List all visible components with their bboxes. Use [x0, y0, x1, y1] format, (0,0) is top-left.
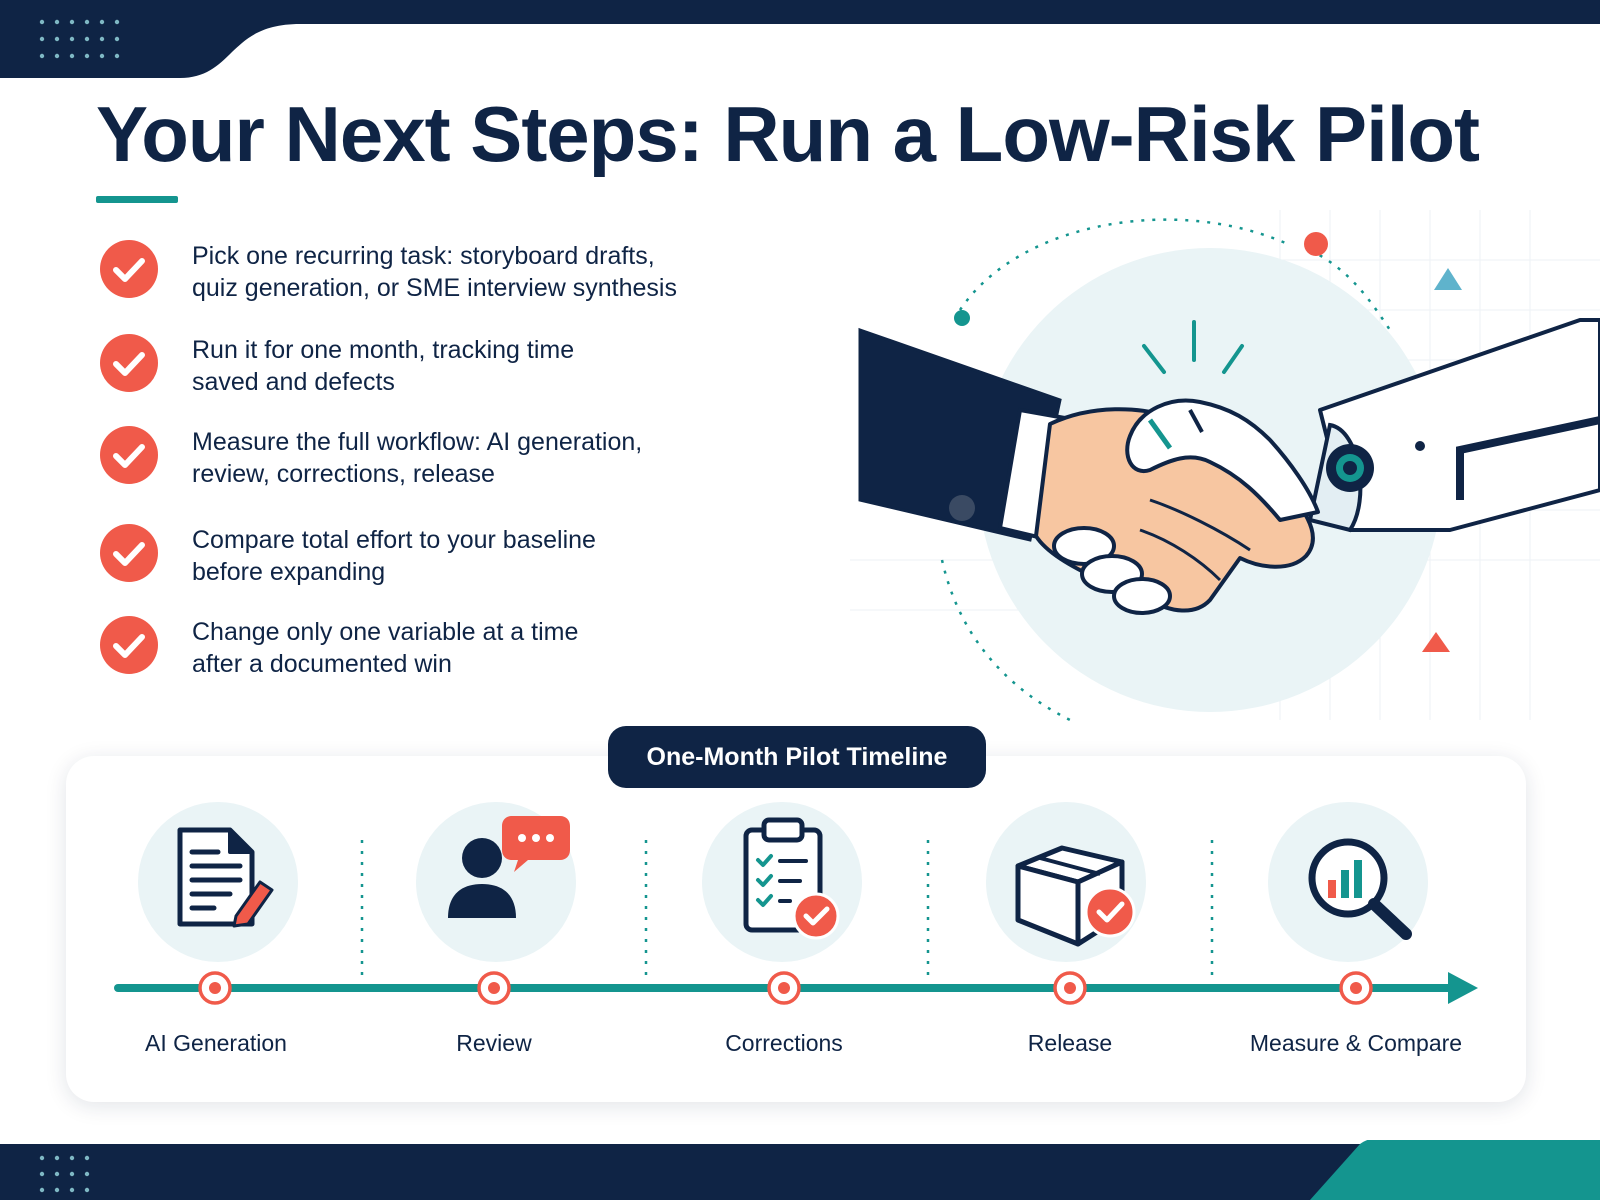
title-underline: [96, 196, 178, 203]
check-icon: [100, 616, 158, 674]
bottom-banner: [0, 1140, 1600, 1200]
check-icon: [100, 240, 158, 298]
stage-label-review: Review: [456, 1030, 532, 1056]
timeline-title: One-Month Pilot Timeline: [608, 726, 986, 788]
step-item: Pick one recurring task: storyboard draf…: [100, 238, 820, 308]
step-text-line: Run it for one month, tracking time: [192, 336, 575, 364]
timeline-marker: [198, 971, 232, 1005]
timeline-marker: [767, 971, 801, 1005]
step-item: Compare total effort to your baseline be…: [100, 522, 820, 592]
step-text: Compare total effort to your baseline be…: [192, 524, 822, 588]
top-banner: [0, 0, 1600, 78]
check-icon: [100, 426, 158, 484]
stage-label-measure-compare: Measure & Compare: [1249, 1030, 1463, 1056]
stage-label-corrections: Corrections: [725, 1030, 843, 1056]
clipboard-check-icon: [743, 817, 840, 940]
step-text-line: after a documented win: [192, 650, 452, 678]
step-text: Change only one variable at a time after…: [192, 616, 822, 680]
box-check-icon: [1015, 845, 1136, 947]
step-text-line: Compare total effort to your baseline: [192, 526, 596, 554]
step-text-line: Change only one variable at a time: [192, 618, 579, 646]
page-title: Your Next Steps: Run a Low-Risk Pilot: [96, 90, 1480, 178]
timeline-marker: [477, 971, 511, 1005]
step-text: Measure the full workflow: AI generation…: [192, 426, 822, 490]
dot-grid-top: [39, 19, 120, 59]
check-icon: [100, 524, 158, 582]
stage-label-ai-generation: AI Generation: [145, 1030, 287, 1056]
timeline-markers: [198, 971, 1373, 1005]
stage-label-release: Release: [1027, 1030, 1113, 1056]
timeline-marker: [1339, 971, 1373, 1005]
check-icon: [100, 334, 158, 392]
human-robot-handshake-icon: [850, 210, 1600, 722]
document-pencil-icon: [177, 827, 274, 928]
step-text: Pick one recurring task: storyboard draf…: [192, 240, 822, 304]
dot-grid-bottom: [39, 1155, 90, 1193]
step-text-line: quiz generation, or SME interview synthe…: [192, 274, 677, 302]
step-item: Run it for one month, tracking time save…: [100, 332, 820, 402]
step-item: Measure the full workflow: AI generation…: [100, 424, 820, 494]
magnifier-chart-icon: [1308, 838, 1412, 940]
step-text-line: Pick one recurring task: storyboard draf…: [192, 242, 655, 270]
step-text: Run it for one month, tracking time save…: [192, 334, 822, 398]
step-item: Change only one variable at a time after…: [100, 614, 820, 684]
step-text-line: review, corrections, release: [192, 460, 495, 488]
step-text-line: saved and defects: [192, 368, 395, 396]
step-text-line: Measure the full workflow: AI generation…: [192, 428, 643, 456]
person-chat-icon: [448, 816, 570, 918]
step-text-line: before expanding: [192, 558, 386, 586]
timeline-marker: [1053, 971, 1087, 1005]
